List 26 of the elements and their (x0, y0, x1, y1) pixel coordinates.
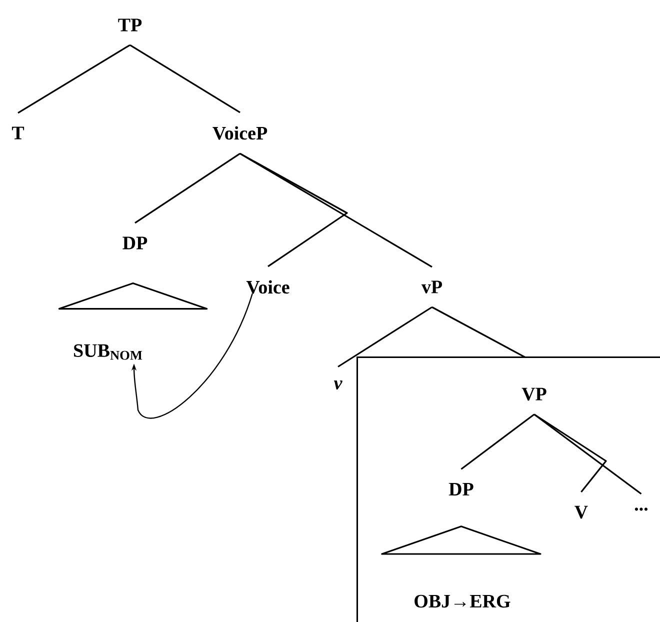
tree-branch (460, 414, 535, 470)
tree-branch (432, 306, 526, 358)
tree-branch (338, 306, 432, 368)
box-frame (356, 356, 660, 622)
tree-label: V (574, 506, 588, 519)
tree-branch (130, 44, 240, 114)
tree-branch (534, 414, 642, 494)
roof-triangle (381, 526, 542, 555)
tree-label: VP (522, 388, 546, 401)
tree-label: vP (421, 280, 442, 294)
tree-label: T (12, 126, 24, 140)
roof-triangle (58, 282, 208, 310)
tree-label: DP (122, 236, 148, 250)
tree-label: SUB$_{NOM}$ (74, 344, 142, 360)
tree-label: TP (118, 18, 142, 32)
tree-branch (534, 414, 607, 493)
tree-label: ... (634, 508, 648, 511)
tree-label: v (334, 380, 342, 390)
tree-label: VoiceP (212, 126, 268, 140)
tree-label: DP (448, 482, 474, 496)
tree-label: Voice (246, 280, 290, 294)
tree-branch (18, 44, 130, 114)
tree-branch (134, 152, 240, 224)
tree-label: OBJ→ERG (414, 594, 510, 608)
curved-arrow (131, 293, 253, 419)
tree-branch (240, 152, 432, 268)
